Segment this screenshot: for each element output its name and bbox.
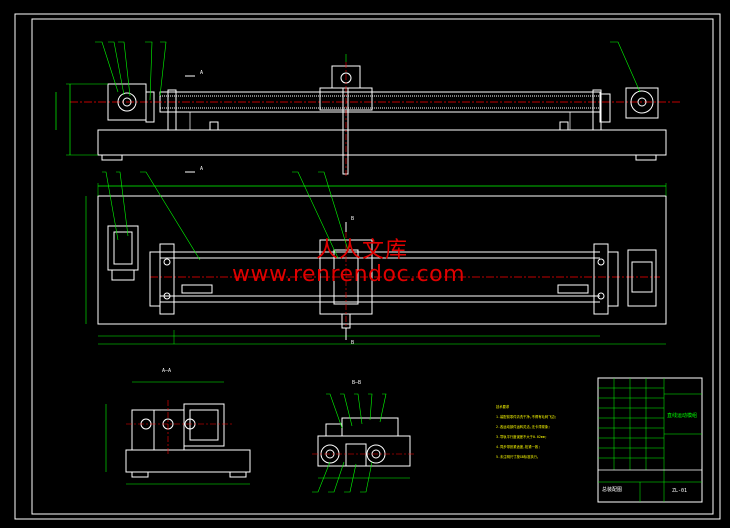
- note-line-2: 2.各运动部件运转灵活,无卡滞现象;: [496, 425, 551, 429]
- top-bolt-3: [597, 258, 605, 266]
- front-leader-2: [108, 41, 125, 96]
- outer-border: [14, 13, 721, 520]
- front-motor-left-shaft: [122, 97, 132, 107]
- front-view: [55, 41, 680, 178]
- bb-clamp: [325, 423, 343, 437]
- top-motor-left-flange: [111, 269, 135, 281]
- bb-leader-6: [312, 461, 331, 493]
- top-base-plate: [97, 195, 667, 325]
- front-pulley-bracket-right: [599, 93, 611, 123]
- front-foot-left: [101, 154, 123, 161]
- front-leader-5: [159, 41, 167, 97]
- aa-block-right: [183, 403, 225, 447]
- bb-leader-5: [379, 393, 387, 423]
- top-leader-1: [102, 171, 119, 241]
- bb-body: [317, 435, 411, 467]
- top-view: [85, 171, 667, 345]
- aa-base: [125, 449, 251, 473]
- title-block: [597, 377, 703, 503]
- note-line-4: 4.同步带张紧适度,松紧一致;: [496, 445, 541, 449]
- top-leader-3: [140, 171, 201, 261]
- front-leader-6: [610, 41, 641, 93]
- section-bb-label: B—B: [352, 380, 362, 386]
- top-motor-left: [107, 225, 139, 271]
- section-aa-view: [105, 381, 251, 485]
- front-leader-4: [145, 41, 153, 101]
- top-bolt-2: [163, 292, 171, 300]
- section-b-marker-top: B: [351, 216, 355, 222]
- aa-foot-l: [131, 471, 149, 478]
- front-stop-a: [209, 121, 219, 131]
- front-support-b: [592, 89, 602, 131]
- front-base-plate: [97, 129, 667, 156]
- bb-leader-4: [368, 393, 373, 421]
- section-bb-view: [312, 393, 416, 493]
- bb-leader-1: [326, 393, 343, 429]
- tb-outer: [597, 377, 703, 503]
- front-pulley-right: [630, 90, 654, 114]
- bb-leader-8: [344, 463, 357, 493]
- note-line-0: 技术要求: [496, 405, 510, 409]
- front-leader-1: [95, 41, 119, 93]
- aa-block-mid: [153, 409, 185, 451]
- title-block-drawing-name: 总装配图: [602, 487, 623, 493]
- front-foot-right: [635, 154, 657, 161]
- title-block-part-name: 直线运动模组: [667, 413, 698, 419]
- front-support-a: [167, 89, 177, 131]
- watermark-url: www.renrendoc.com: [232, 262, 466, 287]
- front-pointer-rod: [342, 87, 349, 175]
- top-leader-5: [318, 171, 349, 251]
- aa-foot-r: [229, 471, 247, 478]
- bb-leader-9: [360, 461, 373, 493]
- top-bolt-4: [597, 292, 605, 300]
- technical-notes: 技术要求 1.装配前零件清洗干净,不得有毛刺飞边; 2.各运动部件运转灵活,无卡…: [496, 400, 557, 465]
- top-support-left: [159, 243, 175, 315]
- title-block-drawing-no: ZL-01: [672, 488, 688, 494]
- front-under-block: [189, 111, 571, 131]
- top-motor-left-inner: [113, 231, 133, 265]
- bb-leader-7: [328, 461, 345, 493]
- front-motor-left-hub: [117, 92, 137, 112]
- section-a-marker-top: A: [200, 70, 204, 76]
- section-b-marker-bottom: B: [351, 340, 355, 346]
- bb-leader-2: [340, 393, 353, 427]
- aa-block-right-inner: [189, 409, 219, 441]
- top-support-right-2: [607, 251, 619, 307]
- front-stop-b: [559, 121, 569, 131]
- section-aa-label: A—A: [162, 368, 172, 374]
- inner-border: [31, 18, 714, 515]
- note-line-1: 1.装配前零件清洗干净,不得有毛刺飞边;: [496, 415, 557, 419]
- top-support-right: [593, 243, 609, 315]
- top-end-block-right: [627, 249, 657, 307]
- bb-leader-3: [354, 393, 363, 425]
- bb-center-block: [345, 443, 367, 467]
- note-line-3: 3.导轨平行度误差不大于0.02mm;: [496, 435, 547, 439]
- front-pulley-right-hub: [637, 97, 647, 107]
- watermark-title: 人人文库: [316, 238, 409, 263]
- top-leader-2: [116, 171, 129, 237]
- top-support-left-2: [149, 251, 161, 307]
- front-pulley-housing-right: [625, 87, 659, 119]
- front-leader-3: [118, 41, 131, 97]
- top-bolt-1: [163, 258, 171, 266]
- top-end-block-right-inner: [631, 261, 653, 293]
- section-a-marker-bottom: A: [200, 166, 204, 172]
- top-leader-4: [292, 171, 339, 259]
- aa-block-left: [131, 409, 155, 451]
- note-line-5: 5.未注明尺寸按GB标准执行。: [496, 455, 541, 459]
- top-limit-left: [181, 284, 213, 294]
- top-limit-right: [557, 284, 589, 294]
